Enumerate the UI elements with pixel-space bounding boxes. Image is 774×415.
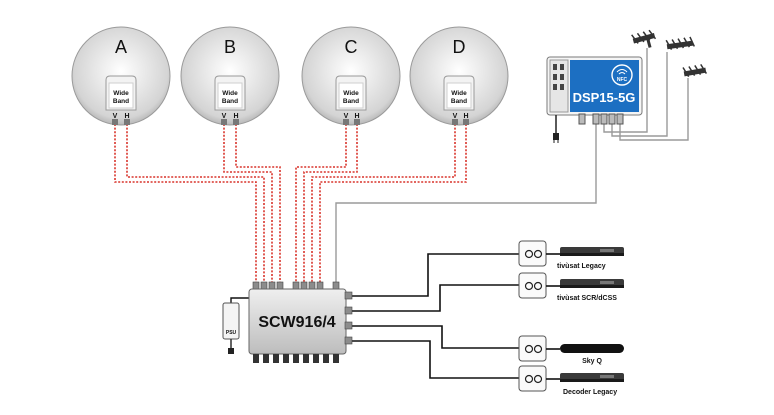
switch-label: SCW916/4 [258,314,335,331]
lnb-h-label: H [463,113,468,120]
dish-letter: C [345,37,358,57]
lnb-label-line1: Wide [343,90,359,97]
receiver-tivusat-legacy: tivùsat Legacy [557,247,624,270]
psu-label: PSU [226,330,237,336]
dish-letter: D [453,37,466,57]
svg-text:Sky Q: Sky Q [582,358,602,365]
antenna-cables [603,48,689,141]
svg-text:Decoder Legacy: Decoder Legacy [563,389,617,396]
output-cables [352,253,521,379]
receiver-suffix: Legacy [580,263,606,270]
dish-b-cables [223,124,281,282]
dsp-connectors [578,113,624,125]
lnb-v-label: V [344,113,349,120]
lnb-label-line2: Band [113,98,129,105]
power-plug-icon [553,115,559,143]
lnb-h-label: H [233,113,238,120]
dish-c-cables [295,124,358,282]
receiver-decoder-legacy: Decoder Legacy [560,373,624,396]
dish-a-cables [114,124,265,282]
socket-to-receiver-cables [546,253,560,380]
receiver-brand: Sky Q [582,358,602,365]
lnb: Wide Band V H [335,75,367,125]
receiver-suffix: SCR/dCSS [580,295,618,302]
receiver-brand: tivùsat [557,295,580,302]
lnb-label-line1: Wide [451,90,467,97]
wall-socket-icon [518,365,547,392]
lnb-label-line1: Wide [113,90,129,97]
wall-socket-icon [518,335,547,362]
receiver-sky-q: Sky Q [560,344,624,365]
lnb-label-line2: Band [343,98,359,105]
lnb-label-line2: Band [222,98,238,105]
wall-socket-icon [518,272,547,299]
nfc-icon: NFC [611,64,633,86]
lnb-v-label: V [222,113,227,120]
nfc-label: NFC [617,77,628,83]
lnb-label-line1: Wide [222,90,238,97]
lnb-v-label: V [453,113,458,120]
terrestrial-cable [335,124,597,282]
output-connectors [344,291,353,345]
receiver-brand: Decoder [563,389,591,396]
dish-c: C Wide Band V H [301,26,401,126]
bottom-connectors [253,354,339,363]
lnb-h-label: H [124,113,129,120]
dish-letter: A [115,37,127,57]
terrestrial-antenna-icon [631,29,657,48]
terrestrial-antenna-icon [682,64,708,78]
dsp-label: DSP15-5G [573,90,636,105]
wall-socket-icon [518,240,547,267]
lnb-v-label: V [113,113,118,120]
lnb-label-line2: Band [451,98,467,105]
terrestrial-antenna-icon [665,36,695,51]
svg-text:tivùsat Legacy: tivùsat Legacy [557,263,606,270]
receiver-suffix: Legacy [591,389,617,396]
lnb-h-label: H [354,113,359,120]
receiver-brand: tivùsat [557,263,580,270]
scw916-4-multiswitch: SCW916/4 [248,281,353,363]
dsp15-5g-processor: NFC DSP15-5G [546,56,643,143]
lnb: Wide Band V H [443,75,475,125]
dish-letter: B [224,37,236,57]
dish-b: B Wide Band V H [180,26,280,126]
svg-text:tivùsat SCR/dCSS: tivùsat SCR/dCSS [557,295,617,302]
receiver-tivusat-scr-dcss: tivùsat SCR/dCSS [557,279,624,302]
lnb: Wide Band V H [105,75,137,125]
psu: PSU [222,297,250,354]
dish-d-cables [311,124,467,282]
dish-d: D Wide Band V H [409,26,509,126]
lnb: Wide Band V H [214,75,246,125]
dish-a: A Wide Band V H [71,26,171,126]
